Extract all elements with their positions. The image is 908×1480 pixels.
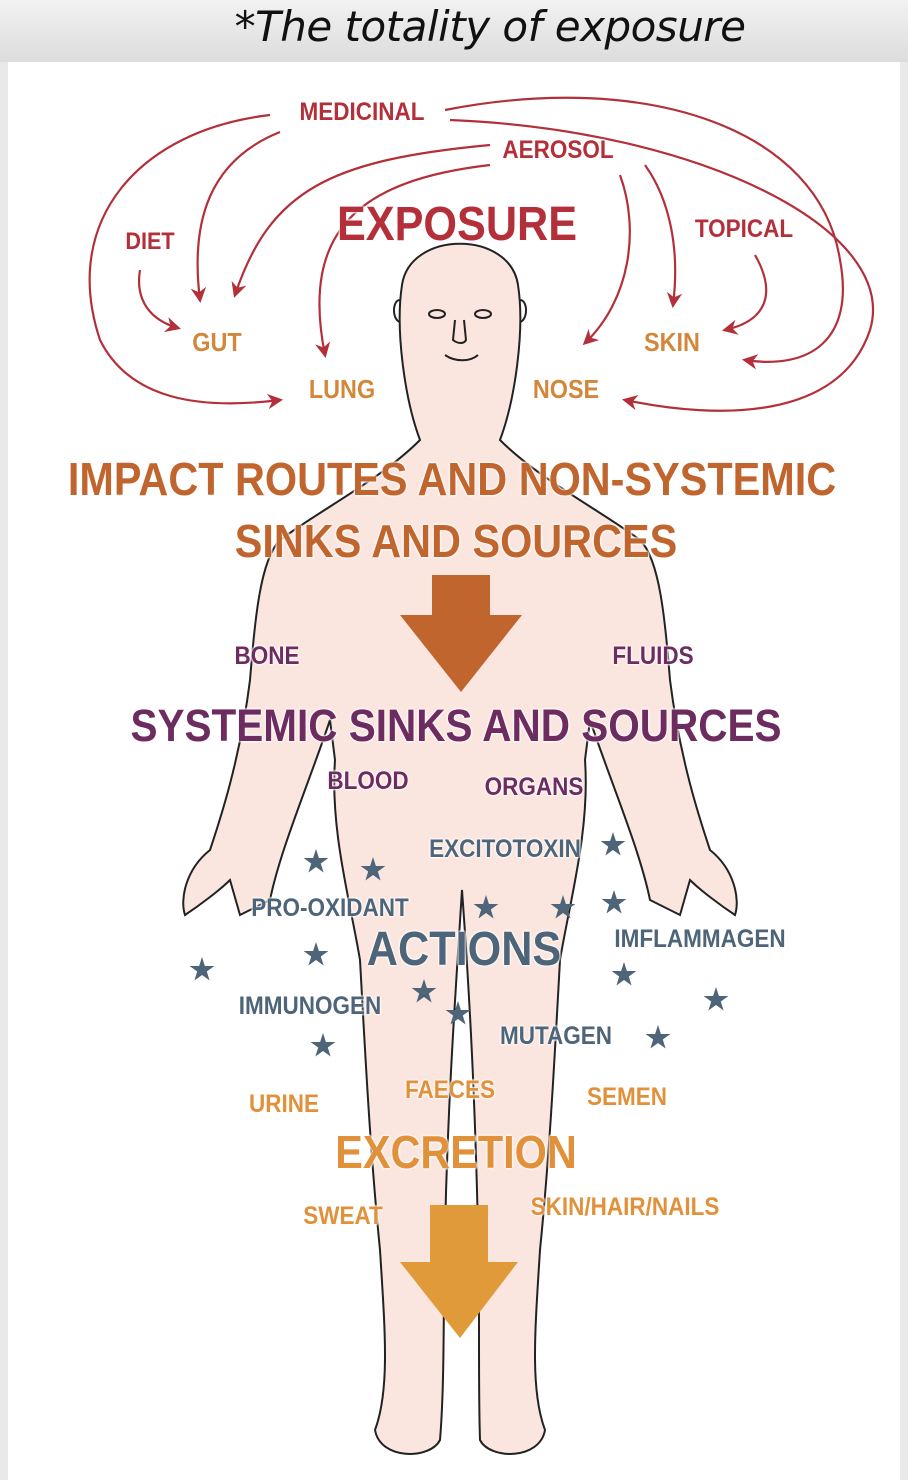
source-aerosol: AEROSOL <box>502 136 614 164</box>
slide-title: *The totality of exposure <box>234 2 746 51</box>
star-icon <box>550 895 576 919</box>
exposure-heading: EXPOSURE <box>336 198 578 251</box>
sink-fluids: FLUIDS <box>612 642 694 670</box>
action-excitotoxin: EXCITOTOXIN <box>429 835 581 863</box>
star-icon <box>310 1033 336 1057</box>
star-icon <box>411 979 437 1003</box>
excretion-urine: URINE <box>248 1090 320 1118</box>
route-lung: LUNG <box>308 374 376 404</box>
excretion-faeces: FAECES <box>404 1076 496 1104</box>
star-icon <box>703 987 729 1011</box>
route-nose: NOSE <box>532 374 600 404</box>
action-pro-oxidant: PRO-OXIDANT <box>251 894 409 922</box>
source-diet: DIET <box>125 228 175 255</box>
star-icon <box>445 1001 471 1025</box>
star-icon <box>189 957 215 981</box>
route-skin: SKIN <box>644 327 700 357</box>
star-icon <box>473 895 499 919</box>
star-icon <box>303 849 329 873</box>
source-topical: TOPICAL <box>694 215 794 243</box>
action-immunogen: IMMUNOGEN <box>238 992 382 1020</box>
star-icon <box>645 1025 671 1049</box>
systemic-down-arrow <box>400 575 522 692</box>
impact-heading-line1: IMPACT ROUTES AND NON-SYSTEMIC <box>67 453 837 505</box>
star-icon <box>600 832 626 856</box>
route-gut: GUT <box>192 327 242 357</box>
actions-heading: ACTIONS <box>366 923 562 976</box>
star-icon <box>303 942 329 966</box>
slide-header <box>0 0 908 62</box>
action-mutagen: MUTAGEN <box>499 1022 613 1050</box>
star-icon <box>601 890 627 914</box>
exposure-arrows <box>88 96 874 412</box>
action-stars <box>189 832 729 1057</box>
excretion-heading: EXCRETION <box>335 1126 577 1178</box>
excretion-sweat: SWEAT <box>303 1202 383 1230</box>
action-imflammagen: IMFLAMMAGEN <box>614 925 786 953</box>
star-icon <box>360 857 386 881</box>
excretion-skin-hair-nails: SKIN/HAIR/NAILS <box>530 1193 720 1221</box>
sink-organs: ORGANS <box>484 773 584 801</box>
impact-heading-line2: SINKS AND SOURCES <box>234 515 678 567</box>
sink-bone: BONE <box>234 642 300 670</box>
excretion-semen: SEMEN <box>586 1083 668 1111</box>
face <box>393 299 527 362</box>
excretion-down-arrow <box>400 1205 518 1338</box>
systemic-heading: SYSTEMIC SINKS AND SOURCES <box>130 700 782 751</box>
sink-blood: BLOOD <box>327 767 409 795</box>
source-medicinal: MEDICINAL <box>299 98 425 126</box>
star-icon <box>611 962 637 986</box>
